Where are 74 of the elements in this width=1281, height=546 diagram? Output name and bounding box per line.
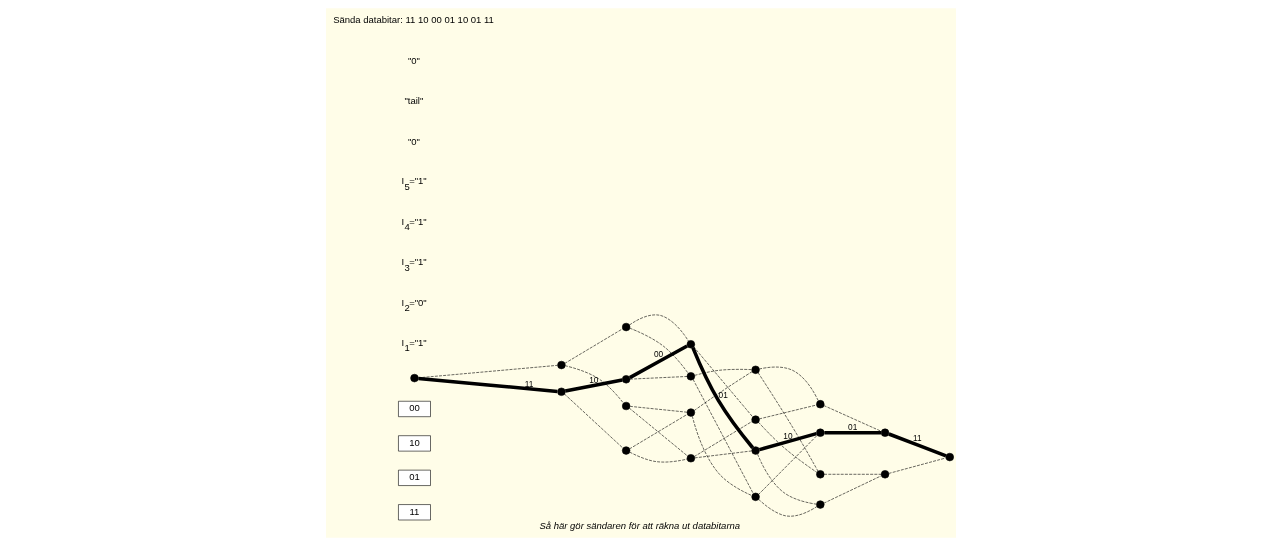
connector — [629, 406, 687, 413]
connector — [692, 346, 753, 418]
node-circle — [621, 375, 630, 384]
edge-label: 11 — [912, 433, 922, 444]
node-box: 11 — [397, 504, 431, 521]
connector — [564, 378, 623, 393]
node-circle — [750, 365, 760, 374]
node-circle — [621, 322, 630, 332]
node-circle — [945, 452, 954, 462]
connector — [629, 451, 687, 463]
label: "0" — [407, 135, 420, 147]
node-circle — [621, 401, 630, 411]
edge-label: 10 — [782, 430, 793, 441]
connector — [692, 379, 754, 494]
label: "tail" — [403, 95, 423, 107]
node-circle — [750, 492, 760, 501]
connector — [417, 376, 557, 394]
label: Sända databitar: 11 10 00 01 10 01 11 — [332, 14, 494, 26]
connector — [757, 372, 818, 472]
connector — [628, 314, 689, 342]
node-circle — [686, 340, 695, 349]
node-circle — [556, 387, 566, 396]
connector — [563, 393, 623, 449]
node-circle — [409, 373, 419, 383]
node-circle — [880, 470, 889, 479]
edge-label: 01 — [847, 422, 857, 433]
connector — [887, 432, 947, 458]
connector — [690, 347, 754, 449]
edge-label: 10 — [588, 374, 598, 385]
connector — [694, 450, 752, 459]
connector — [693, 421, 752, 457]
node-circle — [815, 428, 824, 437]
node-circle — [621, 446, 630, 455]
connector — [417, 365, 558, 379]
node-circle — [686, 372, 695, 381]
connector — [758, 431, 817, 452]
connector — [758, 404, 817, 420]
connector — [691, 415, 752, 496]
edge-label: 01 — [718, 390, 728, 401]
node-box: 01 — [397, 469, 431, 486]
connector — [628, 344, 688, 380]
node-circle — [686, 408, 695, 417]
connector — [629, 376, 687, 380]
connector — [564, 365, 624, 404]
connector — [823, 474, 881, 475]
connector — [756, 453, 817, 505]
connector — [823, 430, 881, 435]
connector — [628, 407, 688, 457]
connector — [693, 371, 752, 411]
connector — [888, 457, 946, 474]
label: "0" — [407, 54, 420, 66]
node-circle — [815, 400, 824, 409]
node-circle — [686, 454, 695, 463]
connector — [757, 499, 817, 517]
node-box: 00 — [397, 400, 431, 417]
edge-label: 00 — [653, 349, 663, 360]
connector — [693, 369, 752, 376]
connector — [629, 327, 688, 374]
edge-label: 11 — [524, 378, 533, 389]
connector — [758, 366, 819, 402]
connector — [757, 422, 817, 473]
node-circle — [750, 415, 760, 424]
connector — [757, 434, 818, 495]
connector — [564, 328, 623, 364]
caption: Så här gör sändaren för att räkna ut databitarna — [538, 520, 740, 532]
connector — [628, 414, 688, 450]
node-circle — [880, 428, 889, 437]
connector — [823, 475, 882, 504]
node-circle — [750, 446, 760, 455]
node-circle — [556, 360, 566, 370]
node-circle — [815, 470, 824, 479]
connector — [823, 405, 882, 432]
node-box: 10 — [397, 435, 431, 452]
node-circle — [815, 500, 824, 509]
